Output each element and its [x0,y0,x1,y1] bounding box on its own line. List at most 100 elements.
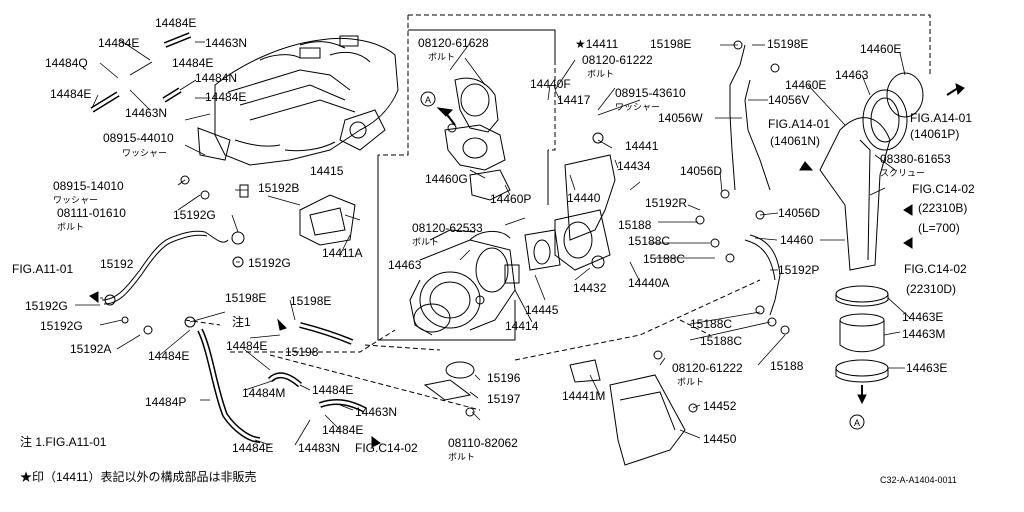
part-label: 14484E [322,423,363,437]
turbo-group-frame [377,29,556,341]
part-label: 14463M [902,327,945,341]
part-label: ワッシャー [615,102,660,112]
part-label: 14484N [195,71,237,85]
part-label: 15192G [25,299,68,313]
part-label: 14440F [530,77,571,91]
part-label: 08120-61222 [582,53,653,67]
fig-reference: (22310B) [918,201,967,215]
part-label: 14463E [906,361,947,375]
part-label: 14411A [322,246,362,260]
intake-pipe-drawing [819,72,924,271]
part-label: 15192G [40,319,83,333]
part-label: 15196 [487,371,521,385]
part-label: ボルト [587,69,614,79]
part-label: 14460P [490,192,531,206]
part-label: 15198E [767,37,808,51]
part-label: 15188C [628,234,670,248]
part-label: 15192R [645,196,687,210]
part-label: 14483N [298,441,340,455]
part-label: 08380-61653 [880,152,951,166]
dashed-frames [184,14,931,411]
part-label: 14440 [567,191,601,205]
part-label: 15188C [690,317,732,331]
part-label: 14484E [205,90,246,104]
arrow-icon [799,161,814,171]
part-label: 08915-43610 [615,86,686,100]
part-labels: 14484E 14484E 14463N 14484Q 14484E 14484… [12,16,975,485]
part-label: 14056W [658,111,703,125]
circle-a-label-bottom: A [854,418,860,428]
fig-reference: (14061N) [770,134,820,148]
part-label: 08120-61628 [418,36,489,50]
part-label: 14484E [172,56,213,70]
part-label: 14484M [242,386,285,400]
arrow-icon [277,318,287,331]
part-label: 15192G [248,256,291,270]
arrow-icon [89,291,99,303]
part-label: 14414 [505,319,539,333]
part-label: 08120-62533 [412,221,483,235]
arrow-icon [857,394,867,405]
circle-a-label-top: A [425,95,431,105]
fig-reference: (14061P) [910,127,959,141]
reference-markers: A A [420,91,865,430]
part-label: 08915-44010 [103,131,174,145]
clamp-hose-drawing [835,285,889,383]
part-label: 14463N [125,106,167,120]
part-label: 14484E [50,87,91,101]
part-label: 14460E [860,42,901,56]
part-label: 15192A [70,342,111,356]
direction-arrows [89,83,965,448]
part-label: 14441M [562,389,605,403]
part-label: 15188C [700,334,742,348]
part-label: 15188C [643,252,685,266]
part-label: 14484P [145,395,186,409]
part-label: 15198 [285,345,319,359]
part-label: ボルト [677,377,704,387]
part-label: 14484E [155,16,196,30]
arrow-icon [903,204,913,216]
part-label: 15197 [487,392,521,406]
part-label: ワッシャー [53,195,98,205]
part-label: スクリュー [880,168,925,178]
part-label: 14484E [98,36,139,50]
fig-reference: (22310D) [906,282,956,296]
part-label: 14460G [425,172,468,186]
part-label: 14441 [625,139,659,153]
elbow-assembly [444,77,511,201]
fig-reference: FIG.A14-01 [910,111,972,125]
exhaust-outlet-drawing [524,154,616,271]
part-label: ボルト [428,52,455,62]
part-label: 08120-61222 [672,361,743,375]
part-label: 15192G [173,208,216,222]
part-label: 14463E [902,310,943,324]
note-text: 注 1.FIG.A11-01 [20,434,107,449]
fig-reference: (L=700) [918,221,960,235]
part-label: 14056V [768,93,809,107]
part-label: ボルト [57,222,84,232]
part-label: 15198E [650,37,691,51]
hoses-and-lines [90,32,790,466]
part-label: ★14411 [575,37,619,51]
part-label: 15198E [225,291,266,305]
part-label: 15192B [258,181,299,195]
part-label: 14460 [780,233,814,247]
footnote-text: ★印（14411）表記以外の構成部品は非販売 [20,469,256,484]
leader-lines [75,39,911,446]
part-label: 14463 [388,258,422,272]
engine-block-drawing [197,35,399,166]
part-label: 14484E [226,339,267,353]
part-label: 15188 [770,359,804,373]
part-label: 08111-01610 [57,206,126,220]
part-label: 15192 [100,257,134,271]
part-label: 14484E [148,349,189,363]
circle-a-marker-top [420,91,436,107]
part-label: 14463N [205,36,247,50]
part-label: 14445 [525,303,559,317]
drawing-code: C32-A-A1404-0011 [880,475,957,485]
part-label: 14463N [355,405,397,419]
turbocharger-drawing [409,229,520,336]
arrow-icon [371,436,381,448]
fig-reference: FIG.C14-02 [904,262,967,276]
